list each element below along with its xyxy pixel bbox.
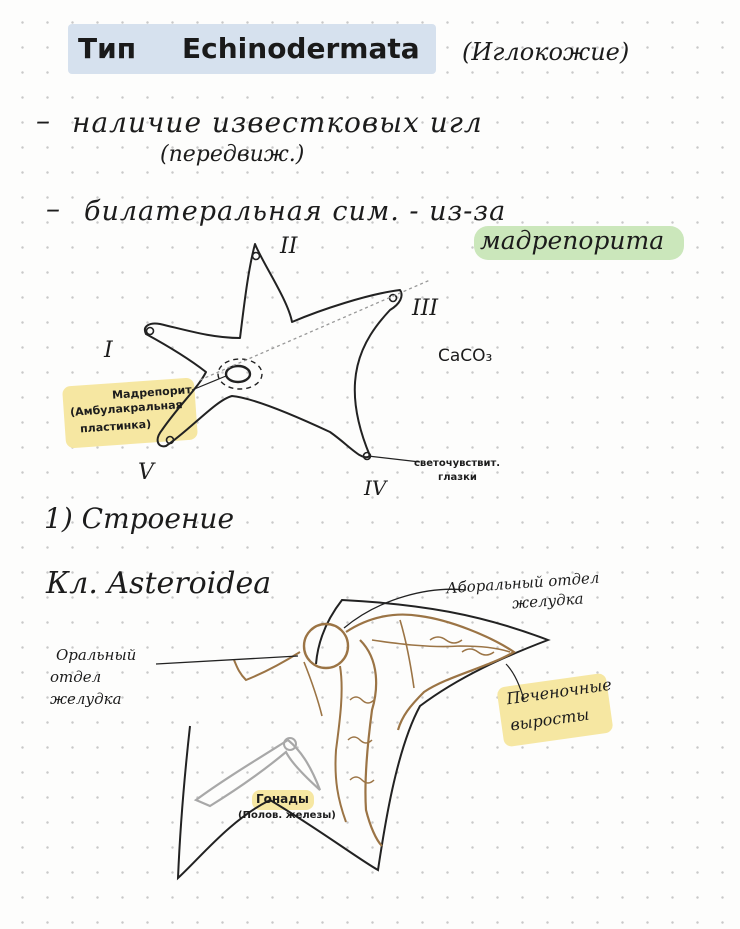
eyespots-label-1: светочувствит.	[414, 458, 501, 469]
oral-label-2: отдел	[50, 668, 102, 686]
oral-label-1: Оральный	[56, 646, 137, 664]
madreporite-word: мадрепорита	[480, 226, 665, 255]
note-dash-1: –	[36, 104, 50, 137]
note-line-2: билатеральная сим. - из-за	[84, 196, 507, 227]
formula-caco3: CaCO₃	[438, 346, 493, 366]
large-star-outline	[176, 598, 551, 881]
ray-label-4: IV	[364, 476, 387, 500]
note-dash-2: –	[46, 192, 60, 225]
starfish-outline	[144, 243, 403, 459]
common-name: (Иглокожие)	[462, 38, 630, 66]
ray-label-1: I	[104, 338, 113, 363]
gonads-sublabel: (Полов. железы)	[238, 810, 336, 821]
phylum-title: Echinodermata	[182, 32, 420, 65]
oral-label-3: желудка	[50, 690, 122, 708]
ray-label-3: III	[412, 296, 439, 321]
madreporite-highlight	[474, 226, 684, 260]
gonads-label: Гонады	[256, 792, 309, 806]
ray-label-2: II	[280, 234, 298, 259]
ray-label-5: V	[138, 460, 154, 485]
note-line-1-sub: (передвиж.)	[160, 142, 305, 167]
type-label: Тип	[78, 32, 137, 65]
gonads-label-highlight	[252, 790, 314, 810]
section-number: 1) Строение	[44, 502, 235, 535]
gonads-shape	[193, 738, 322, 808]
note-line-1: наличие известковых игл	[72, 106, 483, 139]
eyespots-label-2: глазки	[438, 472, 477, 483]
title-highlight	[68, 24, 436, 74]
class-label: Кл. Asteroidea	[46, 566, 272, 601]
